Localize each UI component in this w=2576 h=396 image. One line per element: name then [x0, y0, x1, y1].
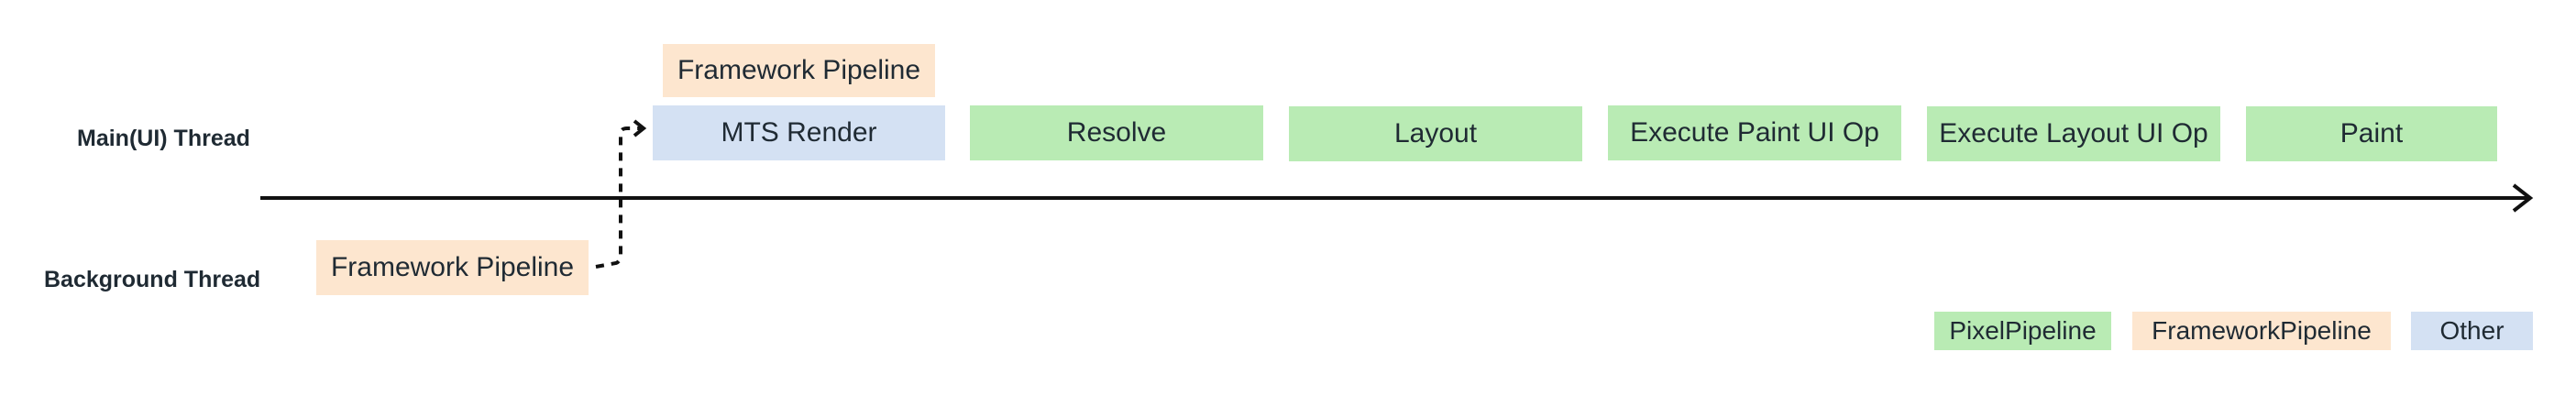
resolve-box: Resolve [970, 105, 1263, 160]
paint-box: Paint [2246, 106, 2497, 161]
legend-pixel-pipeline: PixelPipeline [1934, 312, 2111, 350]
mts-render-box: MTS Render [653, 105, 945, 160]
execute-layout-ui-op-box: Execute Layout UI Op [1927, 106, 2220, 161]
framework-pipeline-box-background: Framework Pipeline [316, 240, 589, 295]
layout-box: Layout [1289, 106, 1582, 161]
background-thread-label: Background Thread [44, 267, 261, 292]
execute-paint-ui-op-box: Execute Paint UI Op [1608, 105, 1901, 160]
framework-pipeline-box-top: Framework Pipeline [663, 44, 935, 97]
legend-other: Other [2411, 312, 2533, 350]
handoff-dashed-arrow [595, 126, 642, 269]
legend-framework-pipeline: FrameworkPipeline [2132, 312, 2391, 350]
main-thread-label: Main(UI) Thread [77, 126, 250, 151]
timeline-arrowhead-icon [2512, 183, 2534, 213]
handoff-arrowhead-icon [633, 119, 647, 138]
